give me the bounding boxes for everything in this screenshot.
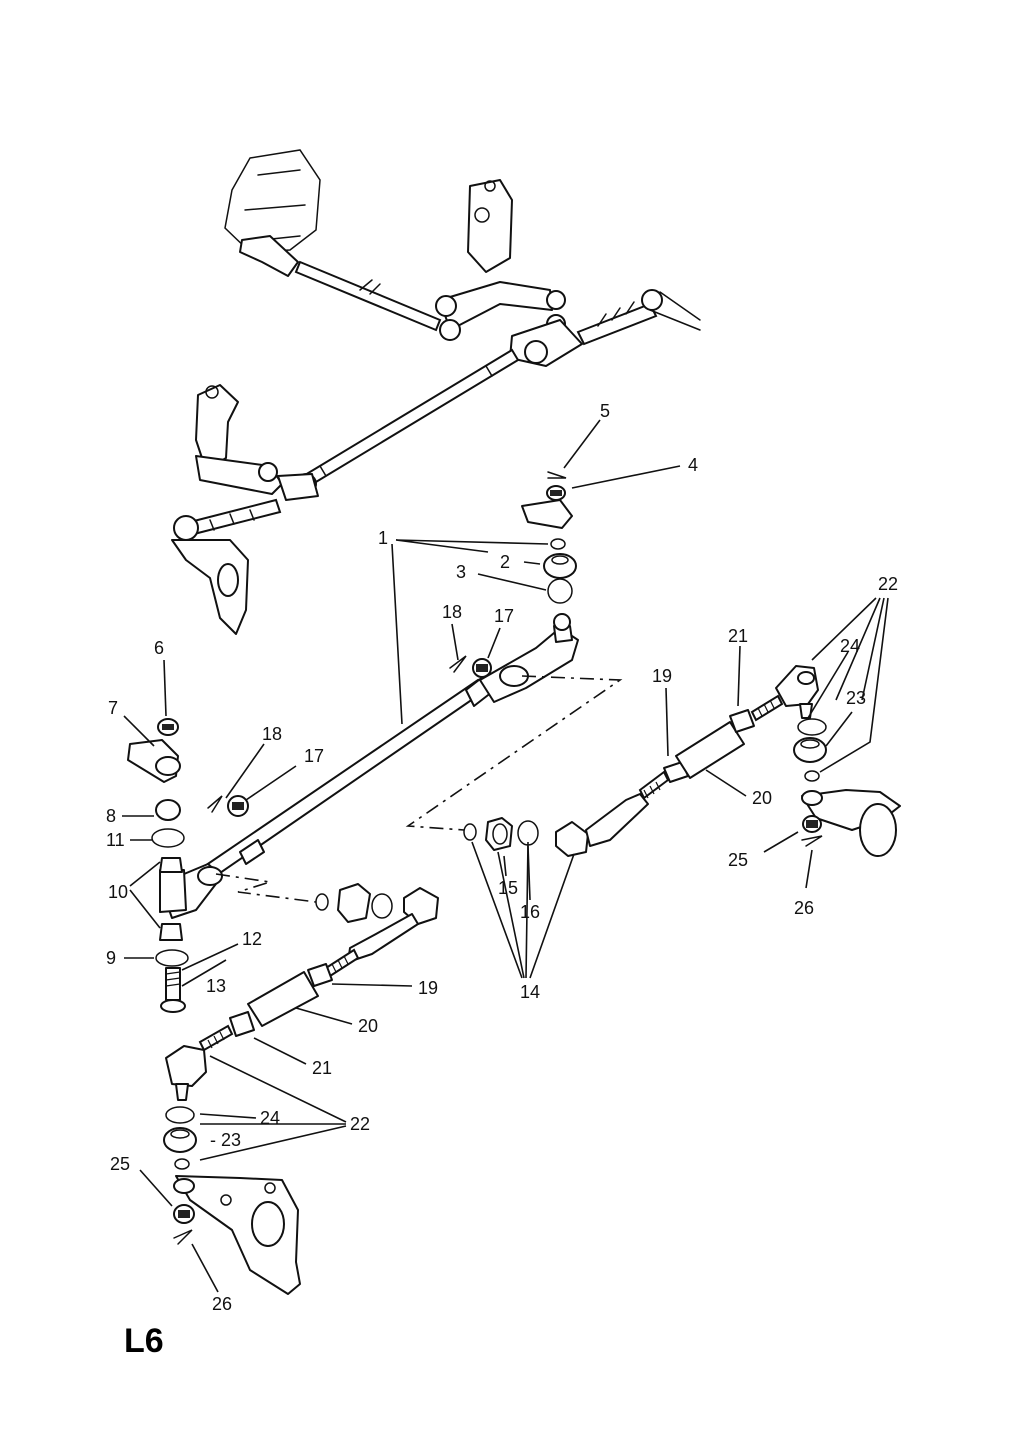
left-knuckle-stack <box>163 1106 301 1295</box>
callout-18-lower: 18 <box>262 724 282 744</box>
nut-pin-lower <box>207 795 249 817</box>
ring-9 <box>155 949 189 967</box>
arm-end <box>521 499 573 529</box>
nut-pin-upper <box>449 655 492 678</box>
callout-3: 3 <box>456 562 466 582</box>
callout-25-right: 25 <box>728 850 748 870</box>
callout-6: 6 <box>154 638 164 658</box>
centerline-left <box>215 873 317 903</box>
callout-2: 2 <box>500 552 510 572</box>
callout-22-right: 22 <box>878 574 898 594</box>
bushing-10-upper <box>159 857 183 873</box>
callout-labels: 1 2 3 4 5 6 7 8 9 10 11 12 13 14 15 16 1… <box>106 401 898 1314</box>
ring-11 <box>151 828 185 848</box>
upper-stud-stack <box>521 471 577 604</box>
callout-5: 5 <box>600 401 610 421</box>
centre-link-exploded <box>159 613 579 919</box>
page-code: L6 <box>124 1322 164 1360</box>
callout-16: 16 <box>520 902 540 922</box>
left-tie-rod-assembly <box>165 883 439 1101</box>
bushing-8 <box>155 799 181 821</box>
callout-21-lower: 21 <box>312 1058 332 1078</box>
right-knuckle-stack <box>793 718 901 857</box>
callout-23-right: 23 <box>846 688 866 708</box>
right-tie-rod-assembly <box>463 665 819 857</box>
callout-21-right: 21 <box>728 626 748 646</box>
left-stud-stack <box>127 718 189 1013</box>
callout-26-right: 26 <box>794 898 814 918</box>
callout-24-lower: 24 <box>260 1108 280 1128</box>
callout-22-lower: 22 <box>350 1114 370 1134</box>
bushing-2 <box>543 553 577 579</box>
stud-13 <box>165 967 181 1001</box>
callout-11: 11 <box>106 830 125 850</box>
callout-4: 4 <box>688 455 698 475</box>
callout-20-right: 20 <box>752 788 772 808</box>
callout-1: 1 <box>378 528 388 548</box>
callout-17-lower: 17 <box>304 746 324 766</box>
callout-14: 14 <box>520 982 540 1002</box>
washer-1 <box>550 538 566 550</box>
callout-19-right: 19 <box>652 666 672 686</box>
callout-25-lower: 25 <box>110 1154 130 1174</box>
callout-9: 9 <box>106 948 116 968</box>
callout-24-right: 24 <box>840 636 860 656</box>
callout-10: 10 <box>108 882 128 902</box>
callout-19-lower: 19 <box>418 978 438 998</box>
centerline-right <box>405 675 623 831</box>
leader-lines <box>122 419 889 1293</box>
overview-assembly <box>171 149 701 635</box>
seal-ring-3 <box>547 578 573 604</box>
callout-23-lower: - 23 <box>210 1130 241 1150</box>
callout-20-lower: 20 <box>358 1016 378 1036</box>
callout-15: 15 <box>498 878 518 898</box>
callout-26-lower: 26 <box>212 1294 232 1314</box>
callout-13: 13 <box>206 976 226 996</box>
cotter-pin-5 <box>547 471 567 479</box>
callout-7: 7 <box>108 698 118 718</box>
callout-17-upper: 17 <box>494 606 514 626</box>
callout-12: 12 <box>242 929 262 949</box>
callout-18-upper: 18 <box>442 602 462 622</box>
bushing-10-lower <box>159 923 183 941</box>
callout-8: 8 <box>106 806 116 826</box>
